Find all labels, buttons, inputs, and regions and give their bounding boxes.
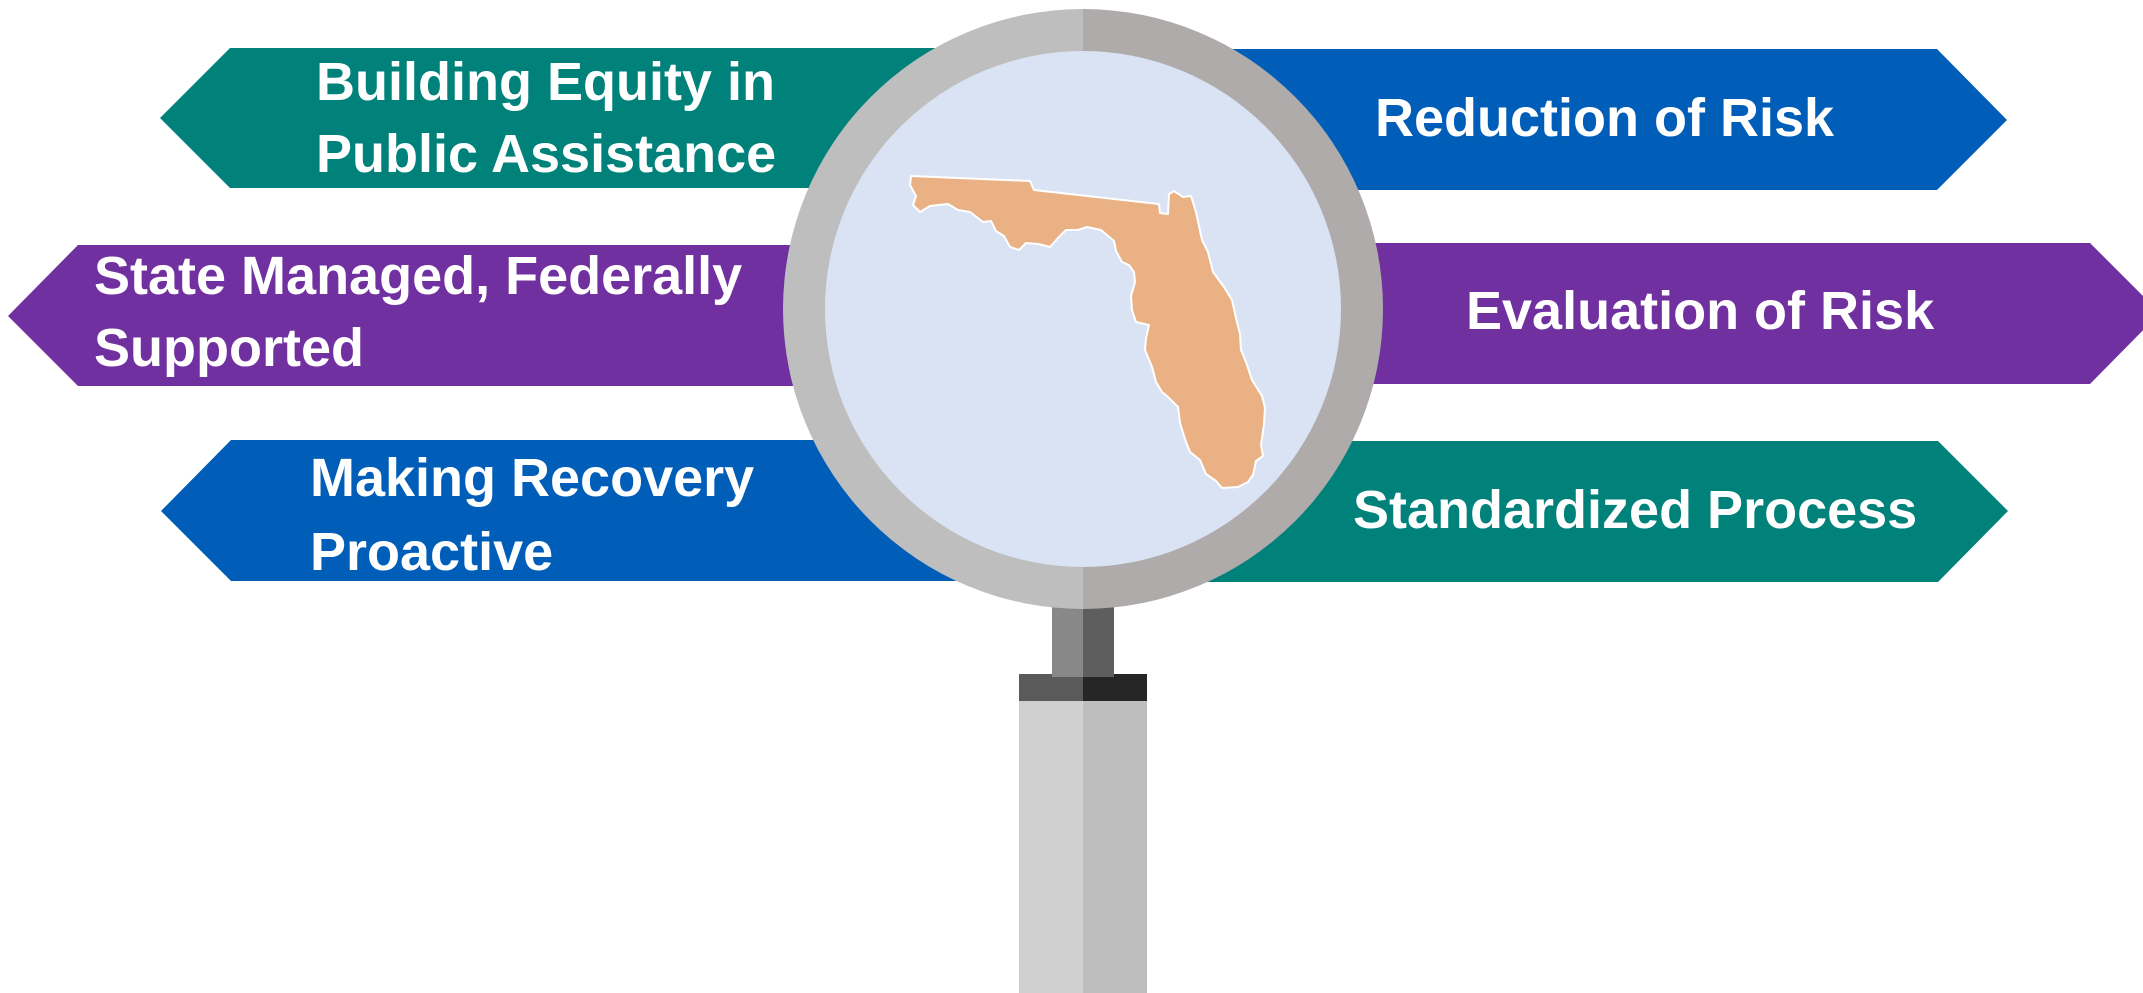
banner-label-line-2: Proactive: [310, 522, 553, 582]
banner-left-building-equity: Building Equity in Public Assistance: [160, 48, 950, 188]
banner-shape: [160, 48, 950, 188]
banner-label: Reduction of Risk: [1375, 88, 1835, 148]
florida-map-icon: [909, 175, 1266, 489]
handle: [1019, 605, 1147, 993]
banner-shape: [161, 440, 1000, 581]
handle-shaft-left: [1019, 698, 1083, 993]
handle-shaft-right: [1083, 698, 1147, 993]
banner-shape: [1200, 243, 2143, 384]
banner-shape: [1200, 441, 2008, 582]
banner-label: Standardized Process: [1353, 480, 1917, 540]
handle-collar-right: [1083, 674, 1147, 701]
handle-collar-left: [1019, 674, 1083, 701]
banner-label: Evaluation of Risk: [1466, 281, 1935, 341]
banner-shape: [1200, 49, 2007, 190]
banner-left-making-recovery: Making Recovery Proactive: [161, 440, 1000, 582]
banner-label-line-1: Building Equity in: [316, 52, 775, 112]
banner-shape: [8, 245, 950, 386]
lens-glass: [825, 51, 1341, 567]
magnifying-glass-icon: [783, 9, 1383, 993]
banner-label-line-1: Making Recovery: [310, 448, 754, 508]
banner-right-reduction-of-risk: Reduction of Risk: [1200, 49, 2007, 190]
banner-right-standardized-process: Standardized Process: [1200, 441, 2008, 582]
banner-right-evaluation-of-risk: Evaluation of Risk: [1200, 243, 2143, 384]
banner-label-line-2: Supported: [94, 318, 364, 378]
banner-left-state-managed: State Managed, Federally Supported: [8, 245, 950, 386]
banner-label-line-1: State Managed, Federally: [94, 246, 742, 306]
handle-neck-left: [1052, 605, 1083, 677]
handle-neck-right: [1083, 605, 1114, 677]
banner-label-line-2: Public Assistance: [316, 124, 776, 184]
